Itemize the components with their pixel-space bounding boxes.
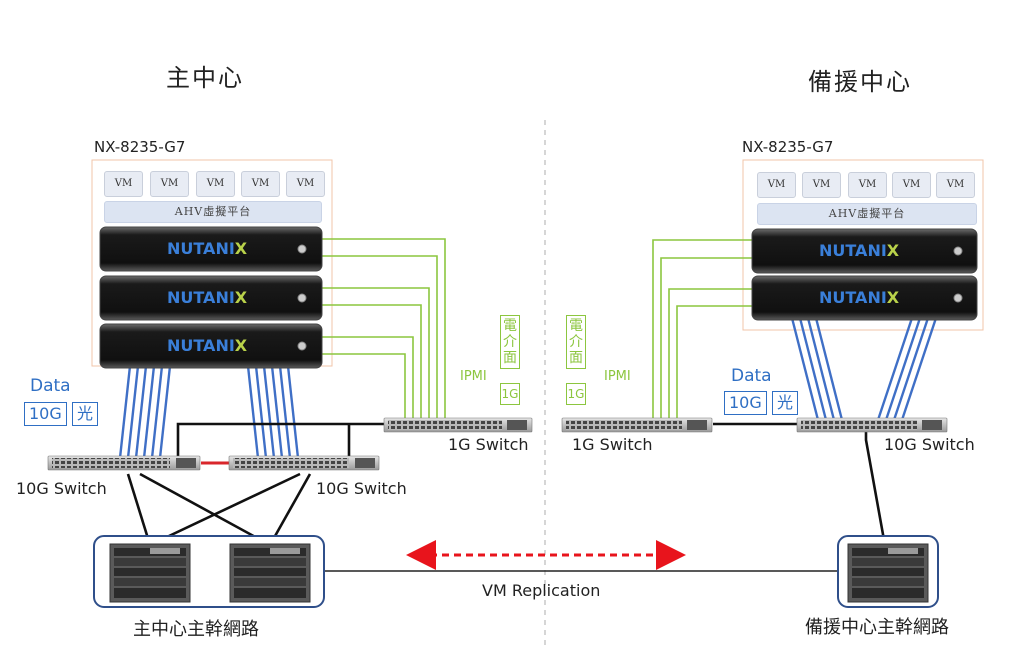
primary-10g-switch-a-label: 10G Switch [16, 479, 107, 498]
primary-data-label: Data [30, 376, 71, 396]
nutanix-logo: NUTANIX [819, 288, 899, 307]
nutanix-logo-text: NUTANIX [167, 336, 248, 355]
primary-vm-2: VM [150, 171, 189, 197]
backup-data-links [790, 317, 938, 421]
primary-model-label: NX-8235-G7 [94, 138, 186, 156]
backup-vm-5: VM [936, 172, 975, 198]
backup-1g-switch-label: 1G Switch [572, 435, 653, 454]
backup-cluster-frame [742, 159, 984, 331]
nutanix-logo-text: NUTANIX [167, 288, 248, 307]
backup-node-1 [751, 228, 978, 274]
primary-1g-switch-label: 1G Switch [448, 435, 529, 454]
backup-ipmi-links [652, 239, 755, 420]
backup-core-label: 備援中心主幹網路 [805, 617, 949, 638]
backup-ipmi-label: IPMI [604, 369, 631, 384]
primary-10g-switch-a [47, 455, 201, 471]
backup-data-medium: 光 [772, 391, 799, 415]
backup-ipmi-speed: 1G [566, 383, 586, 405]
backup-10g-switch [796, 417, 948, 433]
primary-node-1 [99, 226, 323, 272]
primary-node-2 [99, 275, 323, 321]
primary-ipmi-links [320, 238, 446, 420]
nutanix-logo: NUTANIX [167, 336, 247, 355]
backup-node-2 [751, 275, 978, 321]
primary-site-title: 主中心 [166, 64, 244, 92]
primary-10g-switch-b-label: 10G Switch [316, 479, 407, 498]
backup-1g-switch [561, 417, 713, 433]
nutanix-logo-text: NUTANIX [819, 241, 900, 260]
primary-data-speed: 10G [24, 402, 67, 426]
backup-10g-switch-label: 10G Switch [884, 435, 975, 454]
backup-model-label: NX-8235-G7 [742, 138, 834, 156]
primary-10g-switch-b [228, 455, 380, 471]
primary-ipmi-label: IPMI [460, 369, 487, 384]
primary-core-label: 主中心主幹網路 [133, 619, 259, 640]
primary-core-chassis-a [109, 543, 191, 603]
replication-label: VM Replication [482, 581, 601, 600]
nutanix-logo-x: X [234, 239, 248, 258]
primary-data-links [118, 365, 300, 459]
primary-ipmi-speed: 1G [500, 383, 520, 405]
primary-vm-3: VM [196, 171, 235, 197]
nutanix-logo: NUTANIX [167, 288, 247, 307]
backup-vm-4: VM [892, 172, 931, 198]
backup-vm-2: VM [802, 172, 841, 198]
backup-site-title: 備援中心 [808, 68, 912, 96]
backup-ipmi-medium: 電介面 [566, 315, 586, 369]
primary-hypervisor: AHV虛擬平台 [104, 201, 322, 223]
primary-data-medium: 光 [72, 402, 99, 426]
backup-data-speed: 10G [724, 391, 767, 415]
nutanix-logo-x: X [234, 288, 248, 307]
primary-uplinks [126, 422, 386, 547]
nutanix-logo-text: NUTANIX [167, 239, 248, 258]
nutanix-logo-x: X [234, 336, 248, 355]
backup-vm-1: VM [757, 172, 796, 198]
primary-core-chassis-b [229, 543, 311, 603]
primary-vm-1: VM [104, 171, 143, 197]
nutanix-logo-text: NUTANIX [819, 288, 900, 307]
primary-ipmi-medium: 電介面 [500, 315, 520, 369]
primary-vm-5: VM [286, 171, 325, 197]
nutanix-logo-x: X [886, 288, 900, 307]
nutanix-logo: NUTANIX [167, 239, 247, 258]
nutanix-logo: NUTANIX [819, 241, 899, 260]
nutanix-logo-x: X [886, 241, 900, 260]
backup-core-chassis [847, 543, 929, 603]
primary-1g-switch [383, 417, 533, 433]
backup-uplinks [713, 422, 886, 541]
primary-node-3 [99, 323, 323, 369]
backup-data-label: Data [731, 366, 772, 386]
backup-hypervisor: AHV虛擬平台 [757, 203, 977, 225]
primary-vm-4: VM [241, 171, 280, 197]
backup-vm-3: VM [848, 172, 887, 198]
